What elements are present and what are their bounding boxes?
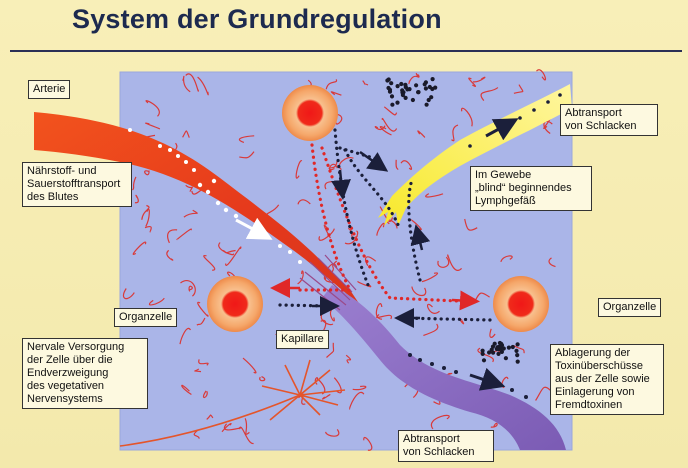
toxin-particle bbox=[395, 101, 399, 105]
label-naehrstoff: Nährstoff- und Sauerstofftransport des B… bbox=[22, 162, 132, 207]
toxin-particle bbox=[429, 95, 433, 99]
toxin-particle bbox=[403, 83, 407, 87]
label-nerv: Nervale Versorgung der Zelle über die En… bbox=[22, 338, 148, 409]
label-abtransport-bottom: Abtransport von Schlacken bbox=[398, 430, 494, 462]
toxin-particle bbox=[491, 351, 495, 355]
toxin-particle bbox=[514, 349, 518, 353]
label-organzelle-left: Organzelle bbox=[114, 308, 177, 327]
toxin-particle bbox=[407, 87, 411, 91]
toxin-particle bbox=[502, 346, 506, 350]
label-kapillare: Kapillare bbox=[276, 330, 329, 349]
toxin-particle bbox=[515, 353, 519, 357]
toxin-particle bbox=[507, 346, 511, 350]
toxin-particle bbox=[396, 84, 400, 88]
toxin-particle bbox=[400, 91, 404, 95]
toxin-particle bbox=[516, 342, 520, 346]
toxin-particle bbox=[390, 94, 394, 98]
label-lymphgefaess: Im Gewebe „blind“ beginnendes Lymphgefäß bbox=[470, 166, 592, 211]
label-ablagerung: Ablagerung der Toxinüberschüsse aus der … bbox=[550, 344, 664, 415]
toxin-particle bbox=[482, 358, 486, 362]
toxin-particle bbox=[414, 83, 418, 87]
toxin-particle bbox=[428, 85, 432, 89]
toxin-particle bbox=[399, 82, 403, 86]
toxin-particle bbox=[425, 103, 429, 107]
toxin-particle bbox=[431, 77, 435, 81]
cell-left bbox=[207, 276, 263, 332]
title-divider bbox=[10, 50, 682, 52]
toxin-particle bbox=[416, 90, 420, 94]
toxin-particle bbox=[495, 345, 499, 349]
label-abtransport-top: Abtransport von Schlacken bbox=[560, 104, 658, 136]
toxin-particle bbox=[388, 88, 392, 92]
label-arterie: Arterie bbox=[28, 80, 70, 99]
toxin-particle bbox=[504, 356, 508, 360]
toxin-particle bbox=[481, 352, 485, 356]
page-title: System der Grundregulation bbox=[72, 4, 442, 35]
toxin-particle bbox=[511, 345, 515, 349]
toxin-particle bbox=[411, 98, 415, 102]
toxin-particle bbox=[498, 341, 502, 345]
toxin-particle bbox=[390, 103, 394, 107]
cell-top bbox=[282, 85, 338, 141]
cell-right bbox=[493, 276, 549, 332]
toxin-particle bbox=[423, 82, 427, 86]
toxin-particle bbox=[389, 81, 393, 85]
label-organzelle-right: Organzelle bbox=[598, 298, 661, 317]
toxin-particle bbox=[516, 360, 520, 364]
toxin-particle bbox=[424, 86, 428, 90]
toxin-particle bbox=[385, 78, 389, 82]
